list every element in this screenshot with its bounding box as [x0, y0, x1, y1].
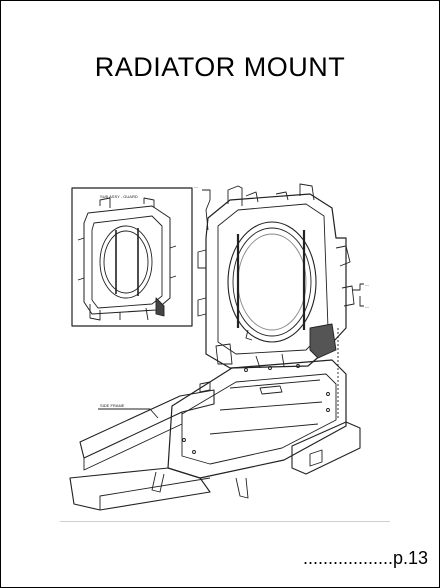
divider-line: [60, 521, 390, 522]
callout-right-2: ---: [365, 304, 370, 309]
callout-top: ---: [194, 184, 199, 189]
chassis-frame: SIDE FRAME: [69, 359, 361, 511]
frame-label: SIDE FRAME: [100, 403, 125, 408]
radiator-assembly: --- --- ---: [194, 183, 370, 418]
page-reference: ..................p.13: [302, 548, 428, 568]
callout-right-1: ---: [365, 282, 370, 287]
radiator-mount-diagram: SUB ASSY - GUARD ---: [69, 183, 370, 511]
inset-label: SUB ASSY - GUARD: [100, 194, 138, 199]
page-title: RADIATOR MOUNT: [94, 52, 346, 82]
inset-detail-view: SUB ASSY - GUARD: [71, 187, 193, 327]
